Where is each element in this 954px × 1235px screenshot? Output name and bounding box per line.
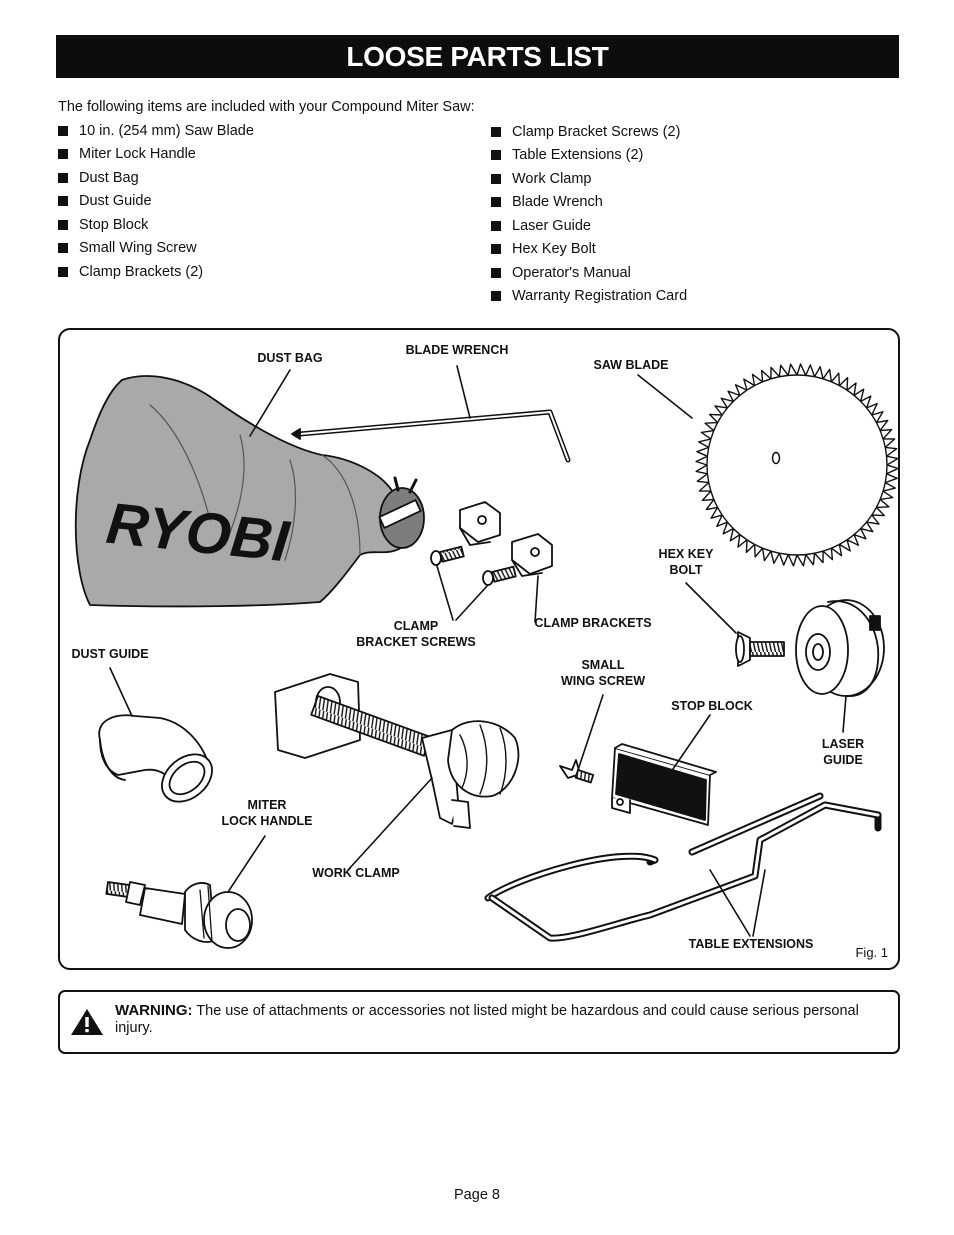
work-clamp-icon [274, 673, 520, 829]
bullet-square-icon [58, 243, 68, 254]
list-item: Operator's Manual [491, 261, 687, 285]
list-item: Clamp Bracket Screws (2) [491, 120, 687, 144]
intro-text: The following items are included with yo… [58, 99, 475, 115]
hex-key-bolt-icon [735, 631, 785, 667]
blade-wrench-icon [291, 409, 571, 463]
bullet-square-icon [58, 149, 68, 160]
label-dust-guide: DUST GUIDE [71, 647, 149, 661]
label-small-wing-screw: SMALL WING SCREW [560, 658, 646, 688]
clamp-brackets-icon [459, 501, 553, 577]
warning-box: WARNING: The use of attachments or acces… [58, 990, 900, 1054]
bullet-square-icon [58, 172, 68, 183]
warning-triangle-icon [71, 1009, 103, 1035]
list-item: Table Extensions (2) [491, 144, 687, 168]
warning-heading: WARNING: [115, 1002, 193, 1019]
bullet-square-icon [58, 266, 68, 277]
label-stop-block: STOP BLOCK [671, 699, 753, 713]
table-extensions-icon [484, 792, 882, 942]
dust-bag-icon: RYOBI [74, 375, 425, 608]
list-item: Work Clamp [491, 167, 687, 191]
saw-blade-icon [695, 363, 898, 567]
clamp-bracket-screws-icon [430, 545, 517, 586]
bullet-square-icon [491, 267, 501, 278]
figure-number: Fig. 1 [855, 945, 888, 960]
label-work-clamp: WORK CLAMP [312, 866, 400, 880]
bullet-square-icon [491, 244, 501, 255]
label-table-extensions: TABLE EXTENSIONS [688, 937, 814, 951]
page-number: Page 8 [454, 1187, 500, 1203]
parts-list-left: 10 in. (254 mm) Saw Blade Miter Lock Han… [58, 119, 254, 284]
label-laser-guide: LASER GUIDE [821, 737, 865, 767]
small-wing-screw-icon [559, 759, 595, 784]
bullet-square-icon [491, 150, 501, 161]
list-item: Clamp Brackets (2) [58, 260, 254, 284]
list-item: Hex Key Bolt [491, 238, 687, 262]
list-item: Stop Block [58, 213, 254, 237]
bullet-square-icon [58, 125, 68, 136]
parts-list-right: Clamp Bracket Screws (2) Table Extension… [491, 120, 687, 308]
label-blade-wrench: BLADE WRENCH [405, 343, 509, 357]
bullet-square-icon [491, 220, 501, 231]
bullet-square-icon [58, 196, 68, 207]
bullet-square-icon [491, 173, 501, 184]
list-item: Miter Lock Handle [58, 143, 254, 167]
dust-guide-icon [98, 714, 213, 803]
label-hex-key-bolt: HEX KEY BOLT [658, 547, 714, 577]
page-title: LOOSE PARTS LIST [56, 35, 899, 78]
warning-text: WARNING: The use of attachments or acces… [115, 1002, 878, 1037]
bullet-square-icon [58, 219, 68, 230]
bullet-square-icon [491, 126, 501, 137]
warning-body: The use of attachments or accessories no… [115, 1003, 859, 1036]
leader-lines [109, 365, 847, 937]
list-item: Small Wing Screw [58, 237, 254, 261]
list-item: 10 in. (254 mm) Saw Blade [58, 119, 254, 143]
stop-block-icon [611, 743, 717, 826]
label-miter-lock-handle: MITER LOCK HANDLE [221, 798, 313, 828]
miter-lock-handle-icon [105, 881, 253, 949]
label-dust-bag: DUST BAG [257, 351, 323, 365]
list-item: Laser Guide [491, 214, 687, 238]
laser-guide-icon [795, 599, 885, 697]
bullet-square-icon [491, 197, 501, 208]
label-clamp-brackets: CLAMP BRACKETS [534, 616, 652, 630]
parts-illustration: RYOBI [74, 363, 898, 949]
list-item: Warranty Registration Card [491, 285, 687, 309]
label-saw-blade: SAW BLADE [593, 358, 669, 372]
list-item: Dust Guide [58, 190, 254, 214]
bullet-square-icon [491, 291, 501, 302]
parts-figure: RYOBI [58, 328, 900, 970]
label-clamp-bracket-screws: CLAMP BRACKET SCREWS [356, 619, 476, 649]
list-item: Blade Wrench [491, 191, 687, 215]
list-item: Dust Bag [58, 166, 254, 190]
